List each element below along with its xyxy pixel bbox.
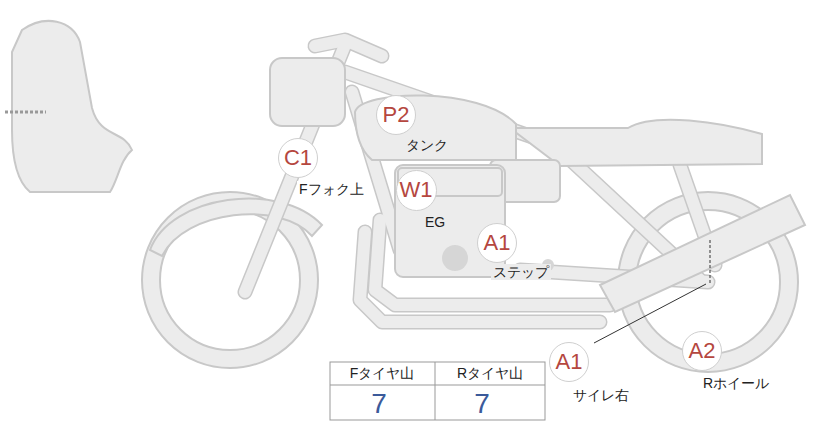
front-fender xyxy=(150,199,322,256)
callout-code: A2 xyxy=(689,340,716,362)
callout-code: P2 xyxy=(383,104,410,126)
headlight xyxy=(270,58,345,126)
callout-code: A1 xyxy=(556,351,583,373)
part-name: ステップ xyxy=(491,264,551,280)
tube-outline xyxy=(245,45,345,292)
muffler xyxy=(600,195,805,312)
table-header: Fタイヤ山 xyxy=(350,366,415,381)
damage-callout: C1Fフォク上 xyxy=(278,138,318,178)
fairing xyxy=(12,21,132,192)
part-name: EG xyxy=(423,214,447,230)
tube xyxy=(315,40,382,56)
tube-outline xyxy=(315,40,382,56)
callout-code: C1 xyxy=(284,147,312,169)
tire-table xyxy=(330,362,545,420)
callout-code: W1 xyxy=(400,179,433,201)
damage-callout: A1サイレ右 xyxy=(549,342,589,382)
damage-callout: W1EG xyxy=(396,170,437,211)
table-frame xyxy=(330,362,545,420)
damage-callout: A2Rホイール xyxy=(682,331,722,371)
part-name: サイレ右 xyxy=(571,387,631,403)
damage-callout: P2タンク xyxy=(376,95,416,135)
leader-line xyxy=(710,240,711,285)
tank xyxy=(355,95,516,160)
table-value: 7 xyxy=(474,389,490,420)
tube xyxy=(245,45,345,292)
table-header: Rタイヤ山 xyxy=(457,366,523,381)
bike-parts xyxy=(270,58,805,312)
callout-code: A1 xyxy=(484,232,511,254)
engine-case xyxy=(442,245,468,271)
part-name: Fフォク上 xyxy=(297,181,366,197)
table-value: 7 xyxy=(371,389,387,420)
bike-body xyxy=(12,21,798,372)
table-rule xyxy=(330,385,545,386)
table-rule xyxy=(435,362,436,420)
part-name: タンク xyxy=(404,137,450,153)
fairing-dash xyxy=(5,111,46,114)
part-name: Rホイール xyxy=(701,375,771,391)
damage-callout: A1ステップ xyxy=(477,223,517,263)
